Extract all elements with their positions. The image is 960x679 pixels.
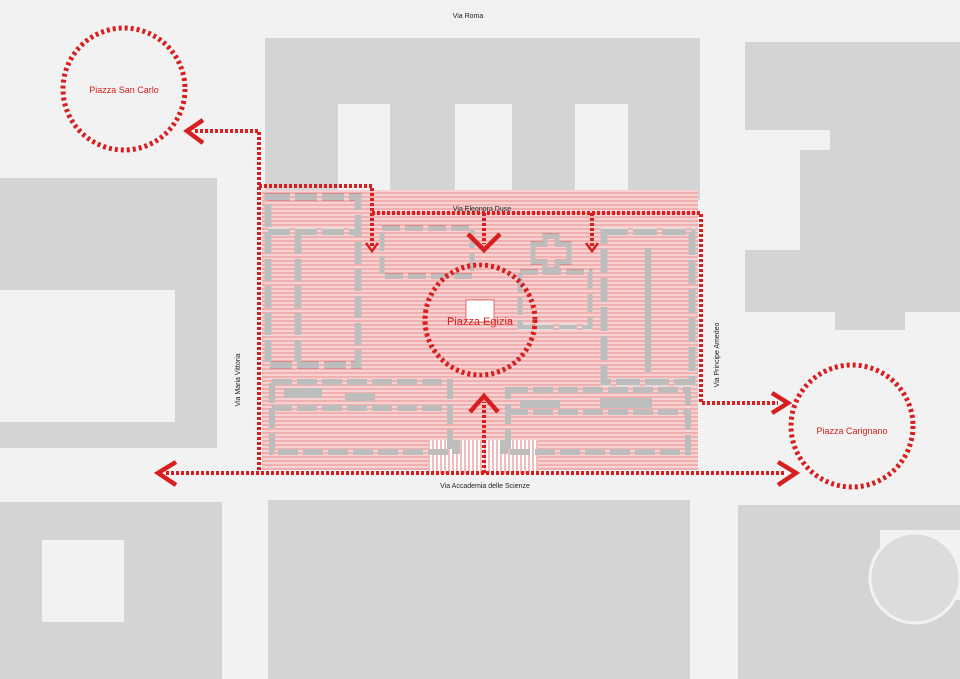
arrow-west — [153, 460, 178, 487]
block-south — [268, 500, 690, 679]
route-west-loop — [195, 129, 261, 471]
street-label-via-roma: Via Roma — [453, 13, 484, 20]
block-southeast — [738, 505, 960, 679]
chapel-shape — [530, 233, 572, 273]
south-wing — [269, 379, 691, 455]
west-wing — [264, 193, 362, 369]
piazza-san-carlo-circle — [60, 25, 188, 153]
arrow-to-san-carlo — [183, 118, 205, 145]
block-west — [0, 178, 217, 448]
piazza-san-carlo-label: Piazza San Carlo — [89, 85, 159, 95]
route-north-loop — [259, 184, 374, 246]
arrow-to-carignano — [770, 391, 793, 415]
rotunda-southeast — [868, 531, 960, 625]
east-wing — [600, 228, 696, 386]
arrow-north-entrance — [466, 232, 502, 254]
route-eleonora-duse — [372, 211, 778, 405]
street-label-via-maria-vittoria: Via Maria Vittoria — [235, 353, 242, 406]
piazza-egizia-center — [465, 299, 495, 323]
arrow-south-entrance — [468, 392, 500, 414]
arrow-east — [776, 460, 801, 487]
museum-ground — [262, 190, 698, 470]
piazza-egizia-circle — [422, 262, 538, 378]
courtyard-southwest — [42, 540, 124, 622]
arrow-east-court — [585, 242, 599, 254]
piazza-carignano-circle — [788, 362, 916, 490]
block-northeast — [745, 42, 960, 330]
museum-complex — [262, 190, 698, 474]
street-label-via-accademia: Via Accademia delle Scienze — [440, 483, 530, 490]
south-wing-fill — [284, 388, 652, 454]
city-blocks — [0, 38, 960, 679]
arrow-west-court — [365, 242, 379, 254]
block-north — [265, 38, 700, 200]
piazza-egizia-label: Piazza Egizia — [447, 316, 514, 328]
street-label-via-eleonora-duse: Via Eleonora Duse — [453, 206, 511, 213]
street-label-via-principe-amedeo: Via Principe Amedeo — [714, 322, 721, 387]
piazza-carignano-label: Piazza Carignano — [816, 426, 887, 436]
